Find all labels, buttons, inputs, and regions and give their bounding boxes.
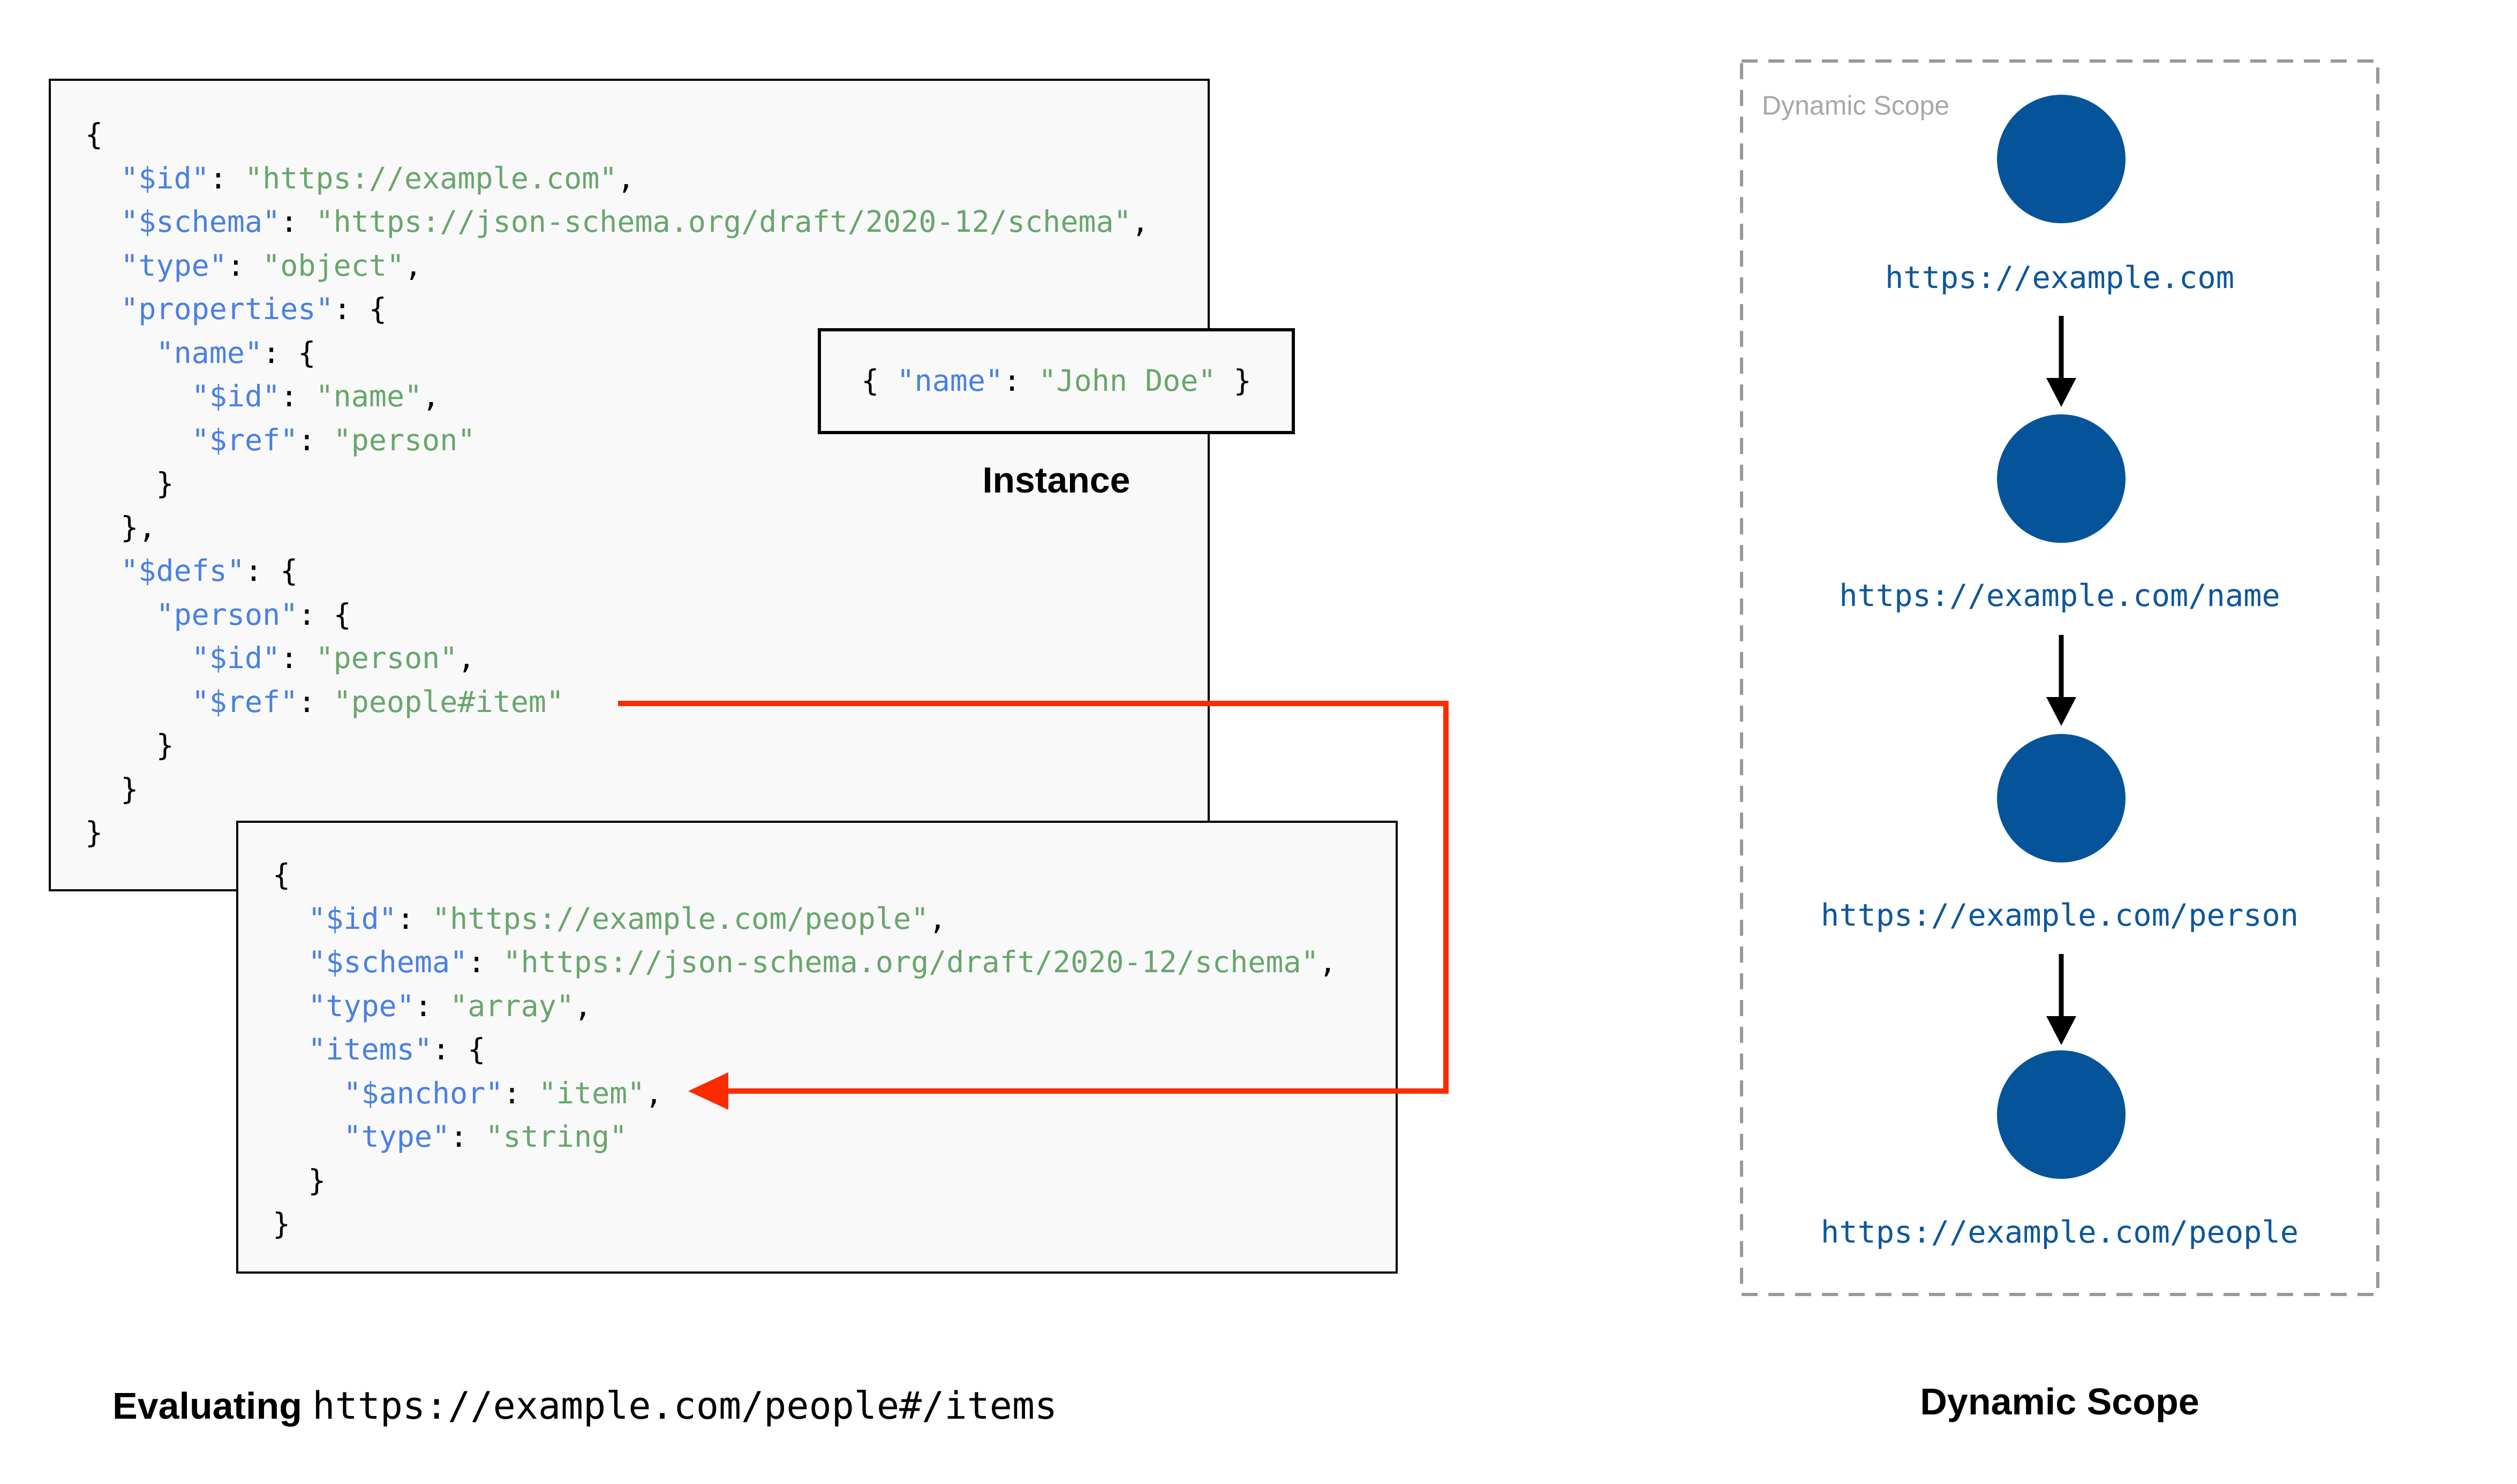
scope-node-url-2: https://example.com/name [1839, 578, 2280, 614]
scope-arrow-1-head-icon [2046, 378, 2076, 407]
scope-node-circle-3 [1997, 734, 2126, 862]
scope-node-url-1: https://example.com [1885, 260, 2235, 296]
scope-node-circle-1 [1997, 95, 2126, 223]
scope-arrow-1 [2046, 316, 2076, 407]
scope-node-circle-4 [1997, 1050, 2126, 1179]
instance-box: { "name": "John Doe" } [818, 328, 1295, 434]
people-schema-code: { "$id": "https://example.com/people", "… [273, 858, 1337, 1241]
root-schema-code: { "$id": "https://example.com", "$schema… [85, 117, 1149, 850]
scope-arrow-3 [2046, 954, 2076, 1045]
scope-node-circle-2 [1997, 414, 2126, 543]
instance-code: { "name": "John Doe" } [861, 364, 1252, 398]
evaluating-line: Evaluating https://example.com/people#/i… [112, 1384, 1057, 1428]
scope-arrow-3-head-icon [2046, 1016, 2076, 1045]
evaluating-prefix: Evaluating [112, 1385, 313, 1427]
evaluating-uri: https://example.com/people#/items [312, 1384, 1058, 1428]
dynamic-scope-caption: Dynamic Scope [1920, 1381, 2199, 1422]
scope-arrow-2 [2046, 635, 2076, 726]
scope-node-url-3: https://example.com/person [1820, 898, 2299, 933]
people-schema-box: { "$id": "https://example.com/people", "… [236, 821, 1398, 1274]
scope-arrow-2-head-icon [2046, 697, 2076, 726]
dynamic-scope-panel-label: Dynamic Scope [1762, 90, 1950, 120]
instance-label: Instance [982, 460, 1131, 501]
scope-node-url-4: https://example.com/people [1820, 1215, 2299, 1250]
